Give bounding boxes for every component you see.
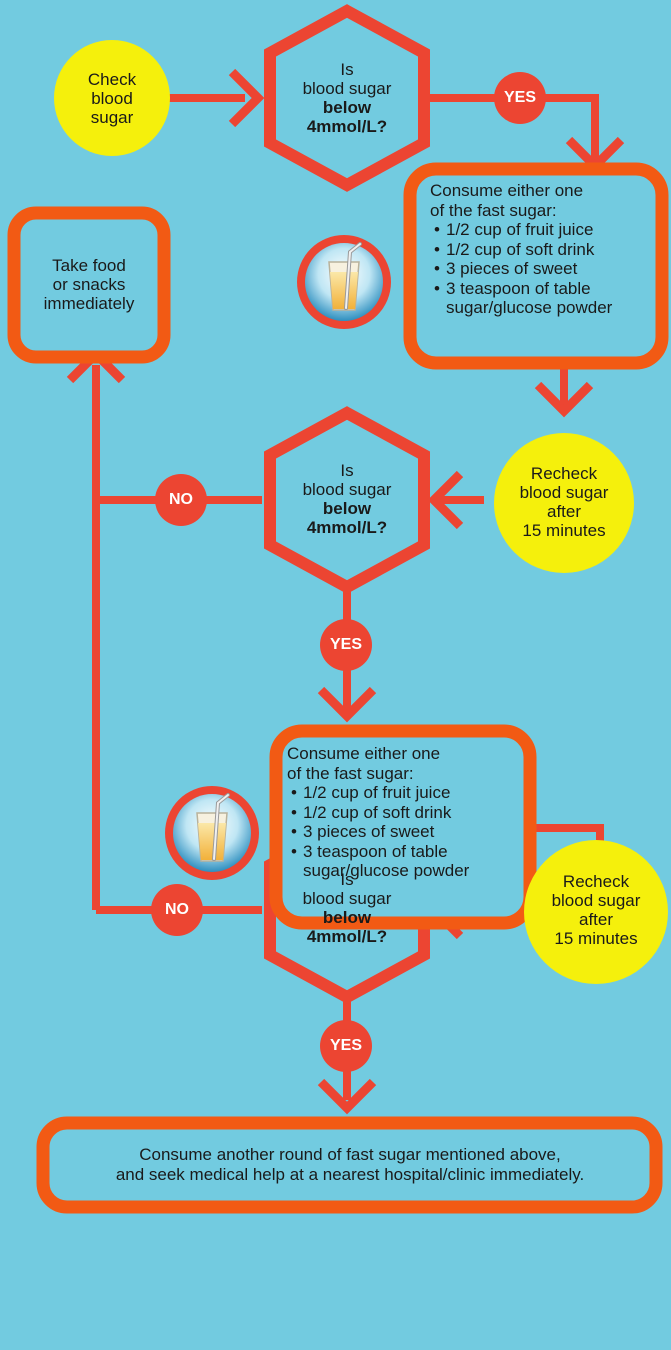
juice-glass-icon <box>163 784 261 882</box>
fast-sugar-item: 1/2 cup of fruit juice <box>430 220 660 240</box>
recheck-label: Recheck blood sugar after 15 minutes <box>551 872 641 948</box>
no-badge: NO <box>155 474 207 526</box>
fast-sugar-item: 3 teaspoon of table sugar/glucose powder <box>287 842 498 881</box>
decision-hexagon <box>264 4 430 192</box>
fast-sugar-text: Consume either one of the fast sugar: 1/… <box>430 181 660 318</box>
decision-label: Is blood sugar below 4mmol/L? <box>302 870 392 946</box>
yes-badge: YES <box>320 619 372 671</box>
final-box <box>36 1116 663 1214</box>
fast-sugar-item: 1/2 cup of fruit juice <box>287 783 523 803</box>
decision-hexagon <box>264 406 430 594</box>
fast-sugar-item: 3 pieces of sweet <box>287 822 523 842</box>
decision-label: Is blood sugar below 4mmol/L? <box>302 60 392 136</box>
start-circle <box>54 40 170 156</box>
take-food-label: Take food or snacks immediately <box>43 256 135 313</box>
fast-sugar-item: 3 teaspoon of table sugar/glucose powder <box>430 279 641 318</box>
final-label: Consume another round of fast sugar ment… <box>115 1145 585 1184</box>
recheck-circle <box>524 840 668 984</box>
fast-sugar-item: 1/2 cup of soft drink <box>287 803 523 823</box>
juice-glass-icon <box>295 233 393 331</box>
start-label: Check blood sugar <box>87 70 137 127</box>
yes-badge: YES <box>320 1020 372 1072</box>
recheck-label: Recheck blood sugar after 15 minutes <box>519 464 609 540</box>
fast-sugar-text: Consume either one of the fast sugar: 1/… <box>287 744 523 881</box>
fast-sugar-item: 3 pieces of sweet <box>430 259 660 279</box>
no-badge: NO <box>151 884 203 936</box>
decision-label: Is blood sugar below 4mmol/L? <box>302 461 392 537</box>
yes-badge: YES <box>494 72 546 124</box>
fast-sugar-item: 1/2 cup of soft drink <box>430 240 660 260</box>
recheck-circle <box>494 433 634 573</box>
take-food-box <box>7 206 171 364</box>
